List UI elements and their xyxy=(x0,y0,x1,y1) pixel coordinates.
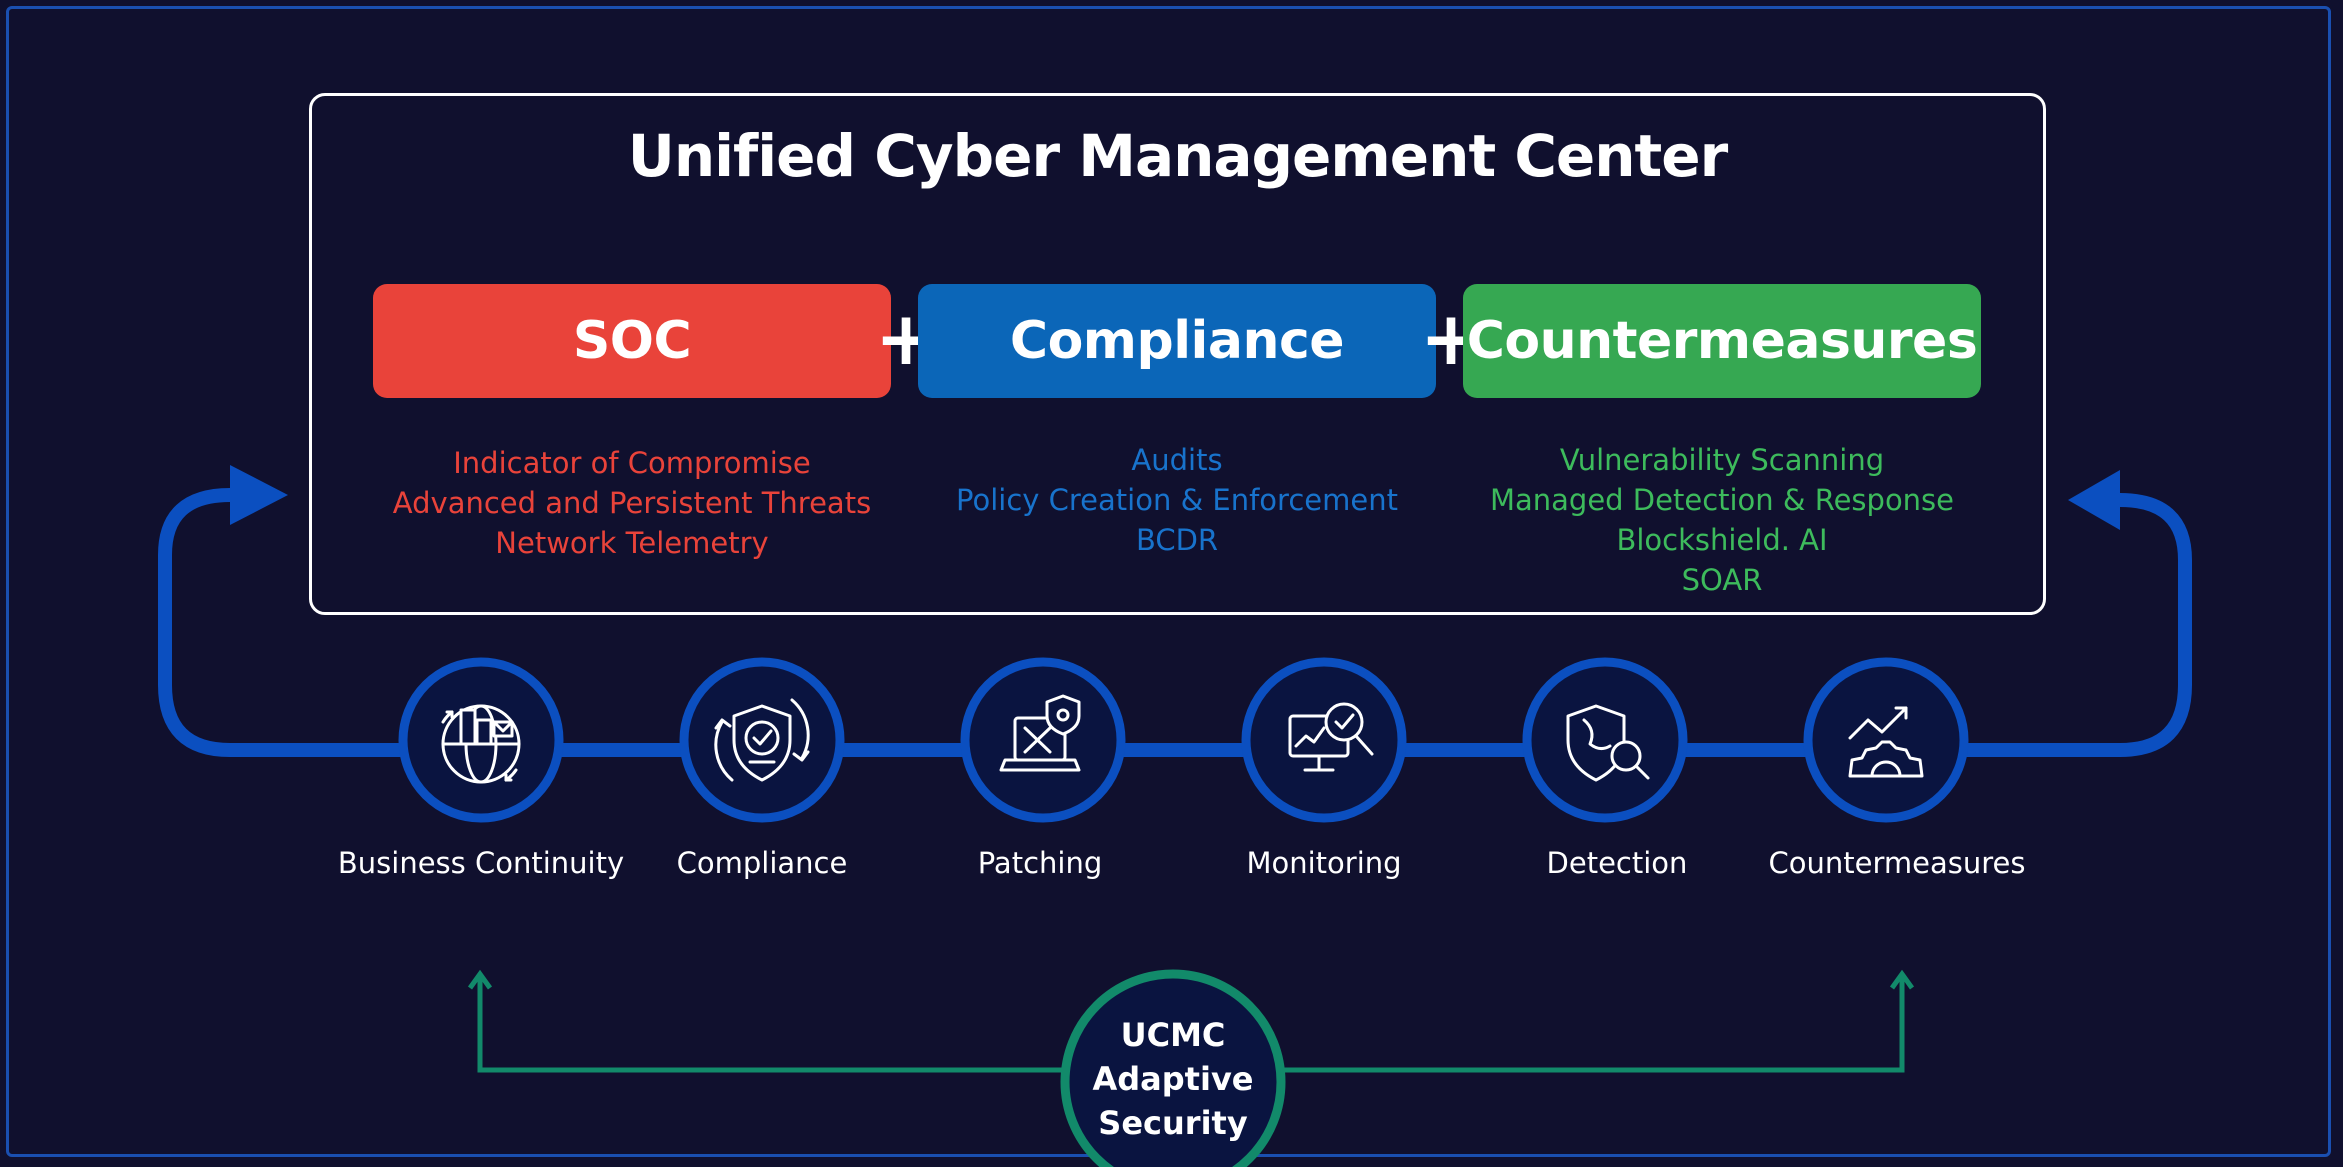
laptop-tools-icon xyxy=(999,694,1081,772)
list-item: Indicator of Compromise xyxy=(453,446,811,480)
core-label-line: Adaptive xyxy=(1092,1060,1254,1098)
monitor-magnifier-icon xyxy=(1288,702,1374,772)
core-circle[interactable] xyxy=(1060,969,1286,1167)
step-label-business-continuity: Business Continuity xyxy=(337,846,625,880)
compliance-pillar[interactable]: Compliance xyxy=(918,284,1436,398)
list-item: Blockshield. AI xyxy=(1616,523,1828,557)
left-loop-arrow xyxy=(158,465,400,757)
step-circle-detection[interactable] xyxy=(1522,657,1688,823)
soc-pillar[interactable]: SOC xyxy=(373,284,891,398)
soc-item-list: Indicator of Compromise Advanced and Per… xyxy=(352,443,912,563)
right-loop-arrow xyxy=(1960,470,2192,757)
step-label-patching: Patching xyxy=(977,846,1103,880)
shield-magnifier-icon xyxy=(1566,704,1650,782)
globe-buildings-icon xyxy=(441,704,521,784)
step-label-countermeasures: Countermeasures xyxy=(1768,846,2026,880)
core-label-line: UCMC xyxy=(1120,1016,1226,1054)
step-circle-countermeasures[interactable] xyxy=(1803,657,1969,823)
list-item: SOAR xyxy=(1681,563,1763,597)
step-circle-business-continuity[interactable] xyxy=(398,657,564,823)
core-label-line: Security xyxy=(1098,1104,1248,1142)
step-label-compliance: Compliance xyxy=(676,846,848,880)
list-item: Network Telemetry xyxy=(495,526,769,560)
core-label: UCMC Adaptive Security xyxy=(1073,1013,1273,1145)
list-item: Policy Creation & Enforcement xyxy=(956,483,1398,517)
list-item: Managed Detection & Response xyxy=(1489,483,1955,517)
list-item: Audits xyxy=(1131,443,1223,477)
gear-trend-icon xyxy=(1848,706,1924,778)
countermeasures-item-list: Vulnerability Scanning Managed Detection… xyxy=(1442,440,2002,600)
countermeasures-pillar[interactable]: Countermeasures xyxy=(1463,284,1981,398)
core-connector xyxy=(467,969,1915,1073)
step-label-monitoring: Monitoring xyxy=(1246,846,1402,880)
step-circle-patching[interactable] xyxy=(960,657,1126,823)
step-label-detection: Detection xyxy=(1546,846,1688,880)
list-item: BCDR xyxy=(1135,523,1219,557)
list-item: Vulnerability Scanning xyxy=(1559,443,1885,477)
step-circle-monitoring[interactable] xyxy=(1241,657,1407,823)
compliance-item-list: Audits Policy Creation & Enforcement BCD… xyxy=(897,440,1457,560)
ucmc-panel xyxy=(309,93,2046,615)
shield-check-icon xyxy=(714,698,810,782)
step-circle-compliance[interactable] xyxy=(679,657,845,823)
list-item: Advanced and Persistent Threats xyxy=(392,486,872,520)
page-title: Unified Cyber Management Center xyxy=(627,122,1728,190)
